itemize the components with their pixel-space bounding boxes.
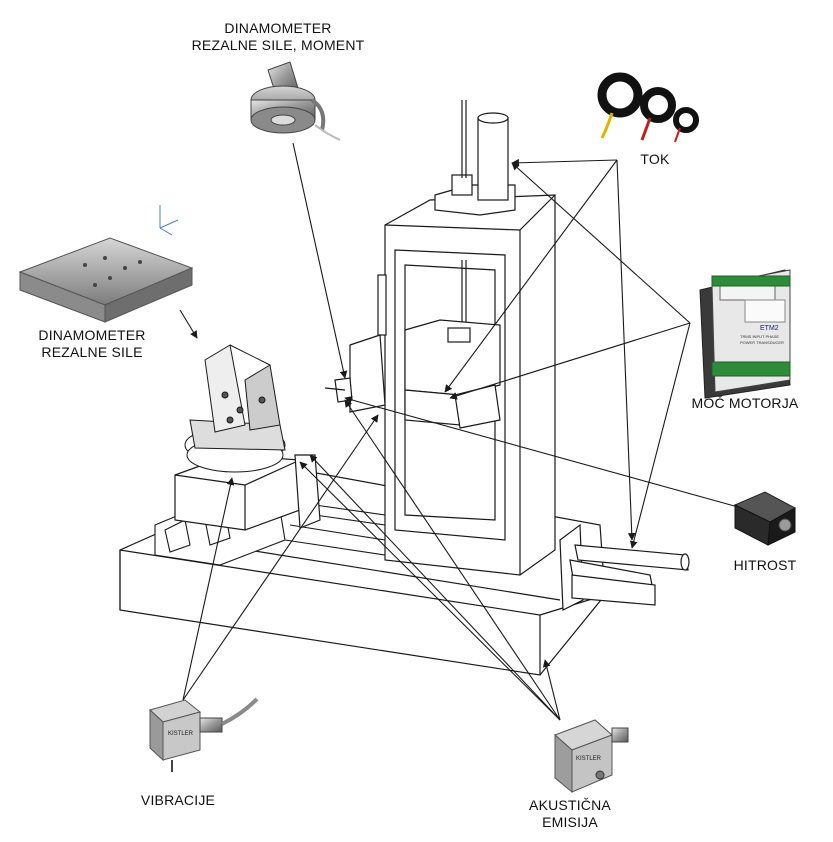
svg-text:KISTLER: KISTLER	[576, 756, 602, 762]
svg-text:KISTLER: KISTLER	[168, 731, 194, 737]
transducer-model: ETM2	[760, 325, 779, 332]
fixture	[184, 344, 286, 473]
svg-text:POWER TRANSDUCER: POWER TRANSDUCER	[740, 340, 784, 345]
label-hitrost: HITROST	[733, 557, 797, 573]
vibration-sensor-icon: KISTLER	[149, 697, 259, 772]
spindle-head	[324, 274, 501, 429]
current-clamp-icon	[597, 72, 699, 143]
svg-text:TRMS INPUT PHASE: TRMS INPUT PHASE	[740, 334, 779, 339]
dynamometer-plate-icon	[18, 205, 194, 323]
acoustic-sensor-icon: KISTLER	[554, 719, 629, 794]
label-dynamometer-force: DINAMOMETER REZALNE SILE	[38, 327, 146, 360]
motor-slide	[559, 523, 690, 611]
label-tok: TOK	[640, 151, 670, 167]
power-transducer-icon: ETM2 TRMS INPUT PHASE POWER TRANSDUCER	[699, 269, 791, 399]
label-akusticna-emisija: AKUSTIČNA EMISIJA	[529, 797, 611, 830]
speed-sensor-icon	[733, 491, 797, 546]
label-vibracije: VIBRACIJE	[140, 792, 216, 808]
dynamometer-moment-icon	[250, 61, 341, 141]
label-moc-motorja: MOČ MOTORJA	[691, 395, 799, 411]
label-dynamometer-moment: DINAMOMETER REZALNE SILE, MOMENT	[191, 20, 365, 53]
leader-lines	[179, 142, 739, 721]
